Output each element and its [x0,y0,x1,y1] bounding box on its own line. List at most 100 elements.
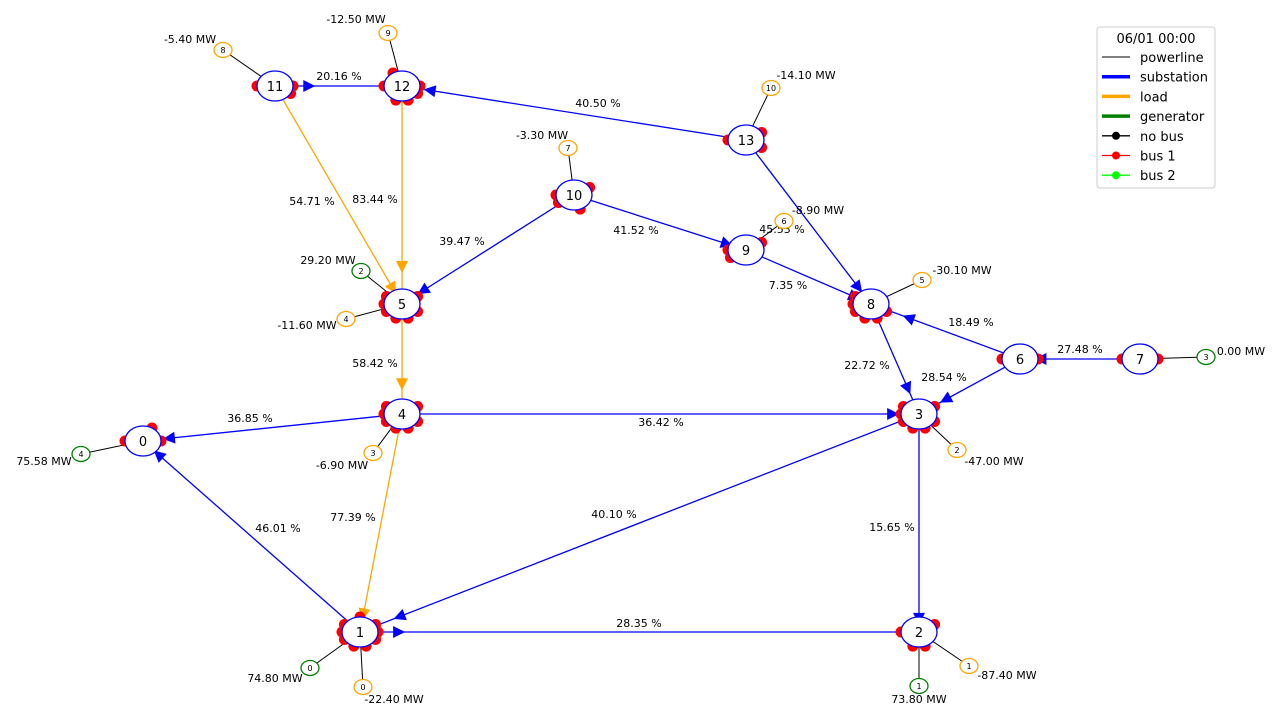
load-marker[interactable] [378,24,398,42]
substation-label: 13 [738,134,755,149]
substation-9[interactable]: 9 [722,234,768,266]
legend-dot-icon [1112,171,1120,180]
powerline-stroke[interactable] [142,440,361,633]
generator-value: 0.00 MW [1217,345,1265,358]
powerline-10-9[interactable]: 41.52 % [573,194,747,251]
substation-node[interactable] [1001,343,1039,375]
generator-marker[interactable] [1196,348,1216,366]
powerline-stroke[interactable] [401,194,575,305]
powerline-stroke[interactable] [573,194,747,251]
powerline-stroke[interactable] [359,413,403,633]
legend-dot-icon [1112,131,1120,140]
powerline-3-2[interactable]: 15.65 % [869,414,925,632]
load-marker[interactable] [774,212,794,230]
load-0[interactable]: 0-22.40 MW [353,631,424,706]
powerline-1-0[interactable]: 46.01 % [142,440,361,633]
powerline-label: 18.49 % [948,316,993,329]
generator-marker[interactable] [351,262,371,280]
substation-node[interactable] [852,288,890,320]
load-value: -14.10 MW [776,69,835,82]
load-value: -30.10 MW [932,264,991,277]
substation-13[interactable]: 13 [722,124,768,156]
substation-node[interactable] [900,398,938,430]
substation-0[interactable]: 0 [119,422,167,457]
substation-node[interactable] [727,234,765,266]
generator-2[interactable]: 229.20 MW [300,254,403,305]
substation-label: 9 [742,244,750,259]
powerline-6-8[interactable]: 18.49 % [870,303,1021,360]
powerline-stroke[interactable] [142,413,403,442]
powerline-11-5[interactable]: 54.71 % [274,85,403,305]
powerline-13-8[interactable]: 45.53 % [745,139,872,305]
load-marker[interactable] [353,678,373,696]
substation-1[interactable]: 1 [336,611,384,652]
powerline-stroke[interactable] [401,85,747,141]
substation-node[interactable] [341,616,379,648]
load-marker[interactable] [912,271,932,289]
powerline-stroke[interactable] [274,85,403,305]
load-marker[interactable] [761,79,781,97]
powerline-4-1[interactable]: 77.39 % [330,413,403,633]
substation-10[interactable]: 10 [550,179,596,215]
load-marker[interactable] [213,41,233,59]
substation-4[interactable]: 4 [378,398,424,434]
load-8[interactable]: 8-5.40 MW [164,33,276,87]
powerline-13-12[interactable]: 40.50 % [401,83,747,141]
load-id: 3 [370,449,375,458]
powerline-stroke[interactable] [359,413,920,633]
load-marker[interactable] [558,139,578,157]
substation-7[interactable]: 7 [1116,343,1164,375]
load-3[interactable]: 3-6.90 MW [316,413,403,472]
load-marker[interactable] [336,310,356,328]
powerline-stroke[interactable] [870,303,1021,360]
powerline-stroke[interactable] [745,139,872,305]
substation-6[interactable]: 6 [996,343,1044,375]
load-5[interactable]: 5-30.10 MW [870,264,992,305]
substation-11[interactable]: 11 [251,70,299,102]
substation-label: 4 [398,408,406,423]
substation-2[interactable]: 2 [895,616,941,652]
substation-node[interactable] [1121,343,1159,375]
substation-12[interactable]: 12 [378,67,426,106]
generator-marker[interactable] [71,445,91,463]
substation-3[interactable]: 3 [895,398,941,434]
substation-node[interactable] [900,616,938,648]
legend-label: powerline [1140,51,1204,66]
powerline-4-0[interactable]: 36.85 % [142,412,403,445]
load-value: -6.90 MW [316,459,368,472]
powerline-1-2[interactable]: 28.35 % [360,617,919,638]
substation-5[interactable]: 5 [378,288,424,324]
substation-8[interactable]: 8 [847,288,893,324]
load-9[interactable]: 9-12.50 MW [326,13,403,87]
legend-item-generator: generator [1102,110,1205,125]
substation-node[interactable] [727,124,765,156]
load-7[interactable]: 7-3.30 MW [516,129,578,196]
powerline-10-5[interactable]: 39.47 % [401,194,575,305]
substation-node[interactable] [383,70,421,102]
generator-marker[interactable] [300,659,320,677]
load-marker[interactable] [959,657,979,675]
substation-node[interactable] [383,398,421,430]
generator-1[interactable]: 173.80 MW [891,632,947,706]
load-value: -12.50 MW [326,13,385,26]
legend-item-bus-2: bus 2 [1102,169,1176,184]
load-marker[interactable] [363,444,383,462]
powerline-label: 46.01 % [255,522,300,535]
load-marker[interactable] [947,441,967,459]
powerline-12-5[interactable]: 83.44 % [352,86,408,304]
substation-node[interactable] [124,425,162,457]
load-6[interactable]: 6-8.90 MW [745,204,844,251]
load-id: 6 [781,217,786,226]
generator-0[interactable]: 074.80 MW [247,631,361,685]
powerline-4-3[interactable]: 36.42 % [402,408,919,429]
substation-label: 0 [139,435,147,450]
powerline-3-1[interactable]: 40.10 % [359,413,920,633]
load-value: -5.40 MW [164,33,216,46]
load-1[interactable]: 1-87.40 MW [918,631,1037,682]
generator-marker[interactable] [909,677,929,695]
substation-node[interactable] [256,70,294,102]
substation-node[interactable] [555,179,593,211]
powerline-label: 77.39 % [330,511,375,524]
substation-node[interactable] [383,288,421,320]
powerline-5-4[interactable]: 58.42 % [352,304,408,414]
